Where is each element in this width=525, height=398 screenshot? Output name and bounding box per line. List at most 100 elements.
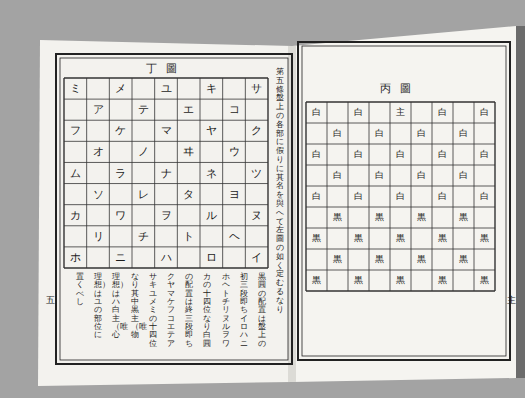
board-piece: 白 (417, 129, 426, 138)
board-piece: 白 (375, 171, 384, 180)
page-frame (298, 42, 510, 360)
board-piece: 黒 (354, 276, 363, 285)
kana-cell: ヘ (229, 231, 240, 242)
kana-cell: カ (70, 210, 81, 221)
board-piece: 黒 (333, 213, 342, 222)
kana-cell: ワ (115, 210, 126, 221)
board-piece: 白 (396, 192, 405, 201)
text-column: なり其中黒主（唯物 (131, 273, 139, 340)
board-piece: 白 (312, 192, 321, 201)
board-piece: 黒 (312, 276, 321, 285)
board-piece: 黒 (480, 234, 489, 243)
kana-cell: ト (183, 231, 194, 242)
kana-cell: ソ (93, 189, 104, 200)
kana-cell: オ (93, 146, 104, 157)
kana-cell: サ (251, 83, 262, 94)
board-piece: 白 (417, 171, 426, 180)
kana-cell: チ (138, 231, 149, 242)
board-piece: 白 (354, 150, 363, 159)
kana-cell: ル (206, 210, 217, 221)
text-column: カの十四位なり白圓 (203, 273, 211, 348)
text-column: クヤマケフコエテア (167, 273, 175, 348)
board-piece: 白 (375, 129, 384, 138)
board-piece: 白 (438, 192, 447, 201)
kana-cell: ウ (229, 146, 240, 157)
text-column: 理想）はハ白主（唯心 (112, 273, 120, 340)
kana-cell: ヨ (229, 189, 240, 200)
board-piece: 白 (333, 171, 342, 180)
page-edge (516, 26, 525, 378)
text-column: サキユメミの十四位 (149, 273, 157, 348)
board-piece: 黒 (333, 255, 342, 264)
board-piece: 黒 (480, 276, 489, 285)
board-piece: 白 (312, 108, 321, 117)
left-page (38, 40, 292, 386)
kana-cell: コ (229, 104, 240, 115)
kana-cell: リ (93, 231, 104, 242)
board-piece: 黒 (396, 234, 405, 243)
kana-cell: レ (138, 189, 149, 200)
board-piece: 白 (459, 171, 468, 180)
page-number: 主 (507, 296, 516, 305)
kana-cell: ム (70, 168, 81, 179)
board-piece: 黒 (375, 213, 384, 222)
text-column: 置くべし (76, 273, 84, 306)
kana-cell: マ (161, 125, 172, 136)
kana-cell: フ (70, 125, 81, 136)
board-piece: 黒 (354, 234, 363, 243)
kana-cell: ク (251, 125, 262, 136)
kana-cell: タ (183, 189, 194, 200)
board-piece: 黒 (312, 234, 321, 243)
kana-cell: ノ (138, 146, 149, 157)
kana-cell: ニ (115, 252, 126, 263)
kana-cell: テ (138, 104, 149, 115)
kana-cell: ロ (206, 252, 217, 263)
page-frame (60, 58, 288, 360)
kana-cell: ケ (115, 125, 126, 136)
kana-cell: ミ (70, 83, 81, 94)
board-piece: 白 (396, 150, 405, 159)
kana-cell: ホ (70, 252, 81, 263)
kana-cell: ヌ (251, 210, 262, 221)
board-piece: 黒 (438, 276, 447, 285)
board-piece: 白 (459, 129, 468, 138)
board-piece: 白 (480, 108, 489, 117)
figure-title: 丙圖 (380, 83, 420, 94)
figure-title: 丁圖 (146, 63, 186, 74)
kana-cell: ラ (115, 168, 126, 179)
board-piece: 黒 (396, 276, 405, 285)
text-column: の配置は終三段即ち (185, 273, 193, 348)
kana-cell: ナ (161, 168, 172, 179)
board-piece: 黒 (417, 255, 426, 264)
board-piece: 白 (354, 192, 363, 201)
board-piece: 白 (333, 129, 342, 138)
kana-cell: ユ (161, 83, 172, 94)
article-text: 第五條 盤上の各部に假りに其名を與へて左圖の如く定むるなり (276, 68, 284, 314)
kana-cell: ヰ (183, 146, 194, 157)
page-frame (56, 54, 292, 364)
right-page (292, 26, 516, 382)
game-board (306, 102, 495, 291)
board-piece: 白 (480, 150, 489, 159)
kana-cell: エ (183, 104, 194, 115)
board-piece: 黒 (438, 234, 447, 243)
kana-cell: ア (93, 104, 104, 115)
kana-cell: キ (206, 83, 217, 94)
kana-cell: ヲ (161, 210, 172, 221)
board-piece: 白 (438, 150, 447, 159)
kana-grid (64, 78, 268, 268)
kana-cell: ヤ (206, 125, 217, 136)
page-number: 五 (46, 296, 55, 305)
text-column: 理想）はユの部位に (94, 273, 102, 340)
board-piece: 黒 (375, 255, 384, 264)
kana-cell: ネ (206, 168, 217, 179)
board-piece: 主 (396, 108, 405, 117)
kana-cell: メ (115, 83, 126, 94)
board-piece: 白 (480, 192, 489, 201)
page-frame (302, 46, 506, 356)
kana-cell: ハ (161, 252, 172, 263)
board-piece: 白 (438, 108, 447, 117)
text-column: 初三段即ちイロハニ (240, 273, 248, 348)
kana-cell: イ (251, 252, 262, 263)
board-piece: 黒 (417, 213, 426, 222)
